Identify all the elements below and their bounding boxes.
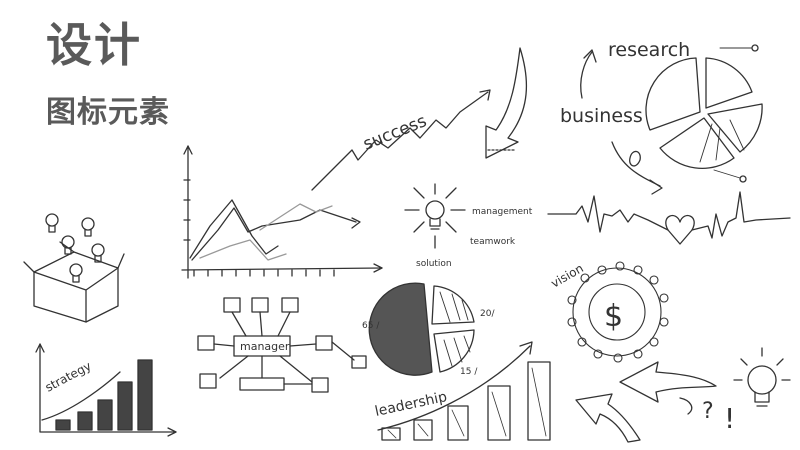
lightbulb-icon — [733, 347, 791, 407]
teamwork-label: teamwork — [470, 237, 516, 247]
question-icon: ? — [702, 399, 714, 424]
business-arrows — [580, 49, 663, 195]
management-label: management — [472, 207, 533, 217]
page-title: 设计 — [46, 18, 142, 72]
pie-label-20: 20/ — [480, 309, 495, 319]
line-chart-icon — [181, 145, 383, 279]
pie-label-65: 65 / — [362, 321, 380, 331]
success-arrow — [311, 89, 491, 191]
leadership-bars-icon — [377, 341, 551, 441]
page-subtitle: 图标元素 — [46, 95, 170, 130]
strategy-chart-icon — [35, 343, 177, 437]
research-label: research — [608, 39, 690, 61]
solution-label: solution — [416, 259, 452, 269]
manager-org-chart — [197, 297, 367, 393]
heartbeat-line-icon — [547, 191, 791, 245]
curved-down-arrow-icon — [485, 47, 528, 159]
box-of-ideas-icon — [23, 213, 125, 323]
manager-label: manager — [240, 340, 290, 353]
dollar-icon: $ — [604, 299, 623, 334]
lightbulb-management-icon — [404, 183, 466, 249]
pie-label-15: 15 / — [460, 367, 478, 377]
vision-people-circle-icon — [567, 261, 669, 363]
leadership-label: leadership — [374, 389, 449, 420]
curved-arrows-icon — [575, 361, 717, 443]
success-label: success — [360, 111, 429, 155]
exclaim-icon: ! — [724, 402, 735, 435]
business-label: business — [560, 105, 643, 127]
research-pie-icon — [645, 44, 763, 183]
vision-label: vision — [549, 261, 586, 291]
leadership-pie-icon — [368, 282, 475, 376]
strategy-label: strategy — [43, 359, 94, 395]
